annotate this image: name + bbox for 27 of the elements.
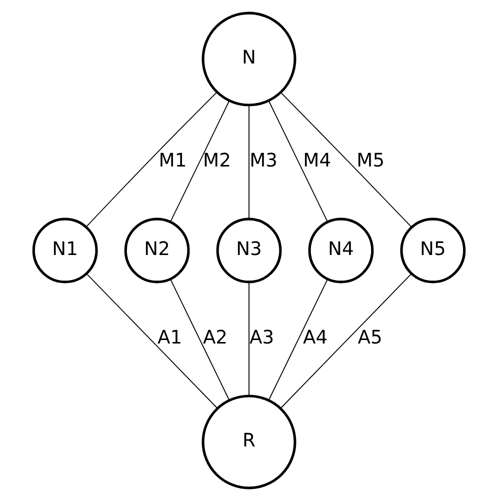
connector (86, 273, 218, 409)
edge-label: M5 (356, 150, 384, 172)
node-circle: R (201, 394, 296, 490)
edge-label: M4 (302, 150, 331, 172)
edge-label: M2 (202, 150, 230, 172)
edge-label: A1 (157, 327, 182, 348)
connector (280, 273, 412, 409)
connector (280, 92, 412, 228)
edge-label: M3 (249, 150, 278, 172)
connector (85, 92, 217, 228)
edge-label: A5 (357, 327, 382, 348)
connector (169, 278, 230, 401)
node-circle: N5 (400, 218, 466, 284)
node-circle: N4 (308, 218, 374, 284)
edge-label: M1 (158, 150, 186, 172)
edge-label: A3 (249, 327, 274, 348)
edge-label: A2 (202, 327, 228, 348)
node-circle: N3 (216, 218, 282, 284)
connector (268, 100, 328, 222)
connector (268, 278, 328, 401)
connector (248, 282, 249, 396)
node-circle: N1 (32, 218, 98, 284)
connector (170, 100, 230, 222)
edge-label: A4 (302, 327, 328, 348)
connector (248, 104, 249, 220)
node-circle: N2 (124, 218, 190, 284)
node-circle: N (201, 12, 296, 106)
